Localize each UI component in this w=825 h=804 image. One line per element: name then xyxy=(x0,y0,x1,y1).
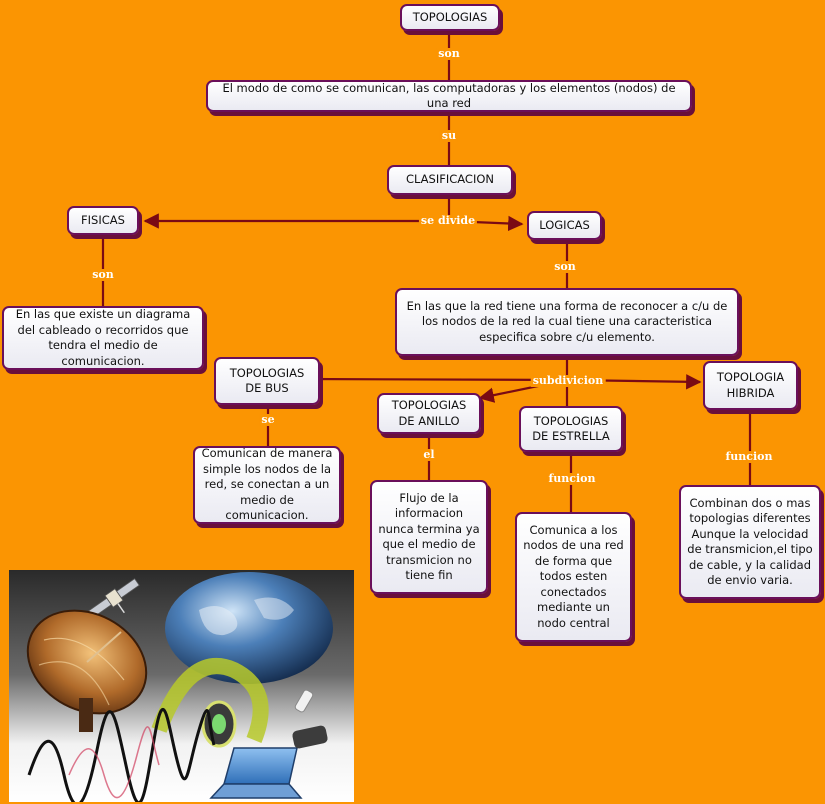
node-topologias-anillo: TOPOLOGIAS DE ANILLO xyxy=(377,393,481,434)
node-estrella-descripcion: Comunica a los nodos de una red de forma… xyxy=(515,512,632,642)
label-se: se xyxy=(259,413,277,426)
node-anillo-descripcion: Flujo de la informacion nunca termina ya… xyxy=(370,480,488,594)
node-topologia-hibrida: TOPOLOGIA HIBRIDA xyxy=(703,361,798,410)
earth-icon xyxy=(165,572,333,684)
node-hibrida-descripcion: Combinan dos o mas topologias diferentes… xyxy=(679,485,821,599)
node-modo-comunicacion: El modo de como se comunican, las comput… xyxy=(206,80,692,112)
node-bus-descripcion: Comunican de manera simple los nodos de … xyxy=(193,446,341,524)
mobile-device-icon xyxy=(292,689,328,749)
label-son-fisicas: son xyxy=(90,268,116,281)
label-funcion-estrella: funcion xyxy=(546,472,598,485)
node-topologias-bus: TOPOLOGIAS DE BUS xyxy=(214,357,320,405)
node-fisicas: FISICAS xyxy=(67,206,139,235)
node-topologias: TOPOLOGIAS xyxy=(400,4,500,31)
node-logicas: LOGICAS xyxy=(527,211,602,240)
label-se-divide: se divide xyxy=(418,214,478,227)
label-son: son xyxy=(436,47,462,60)
node-topologias-estrella: TOPOLOGIAS DE ESTRELLA xyxy=(519,406,623,452)
node-clasificacion: CLASIFICACION xyxy=(387,165,513,195)
signal-wave-icon xyxy=(27,708,216,802)
label-su: su xyxy=(439,129,459,142)
label-subdivicion: subdivicion xyxy=(530,374,606,387)
telecom-illustration xyxy=(9,570,354,802)
node-logicas-descripcion: En las que la red tiene una forma de rec… xyxy=(395,288,739,356)
node-fisicas-descripcion: En las que existe un diagrama del cablea… xyxy=(2,306,204,370)
satellite-dish-icon xyxy=(26,609,148,732)
laptop-icon xyxy=(209,747,303,799)
label-son-logicas: son xyxy=(552,260,578,273)
label-funcion-hibrida: funcion xyxy=(723,450,775,463)
label-el: el xyxy=(421,448,437,461)
link-to-bus xyxy=(303,371,568,387)
